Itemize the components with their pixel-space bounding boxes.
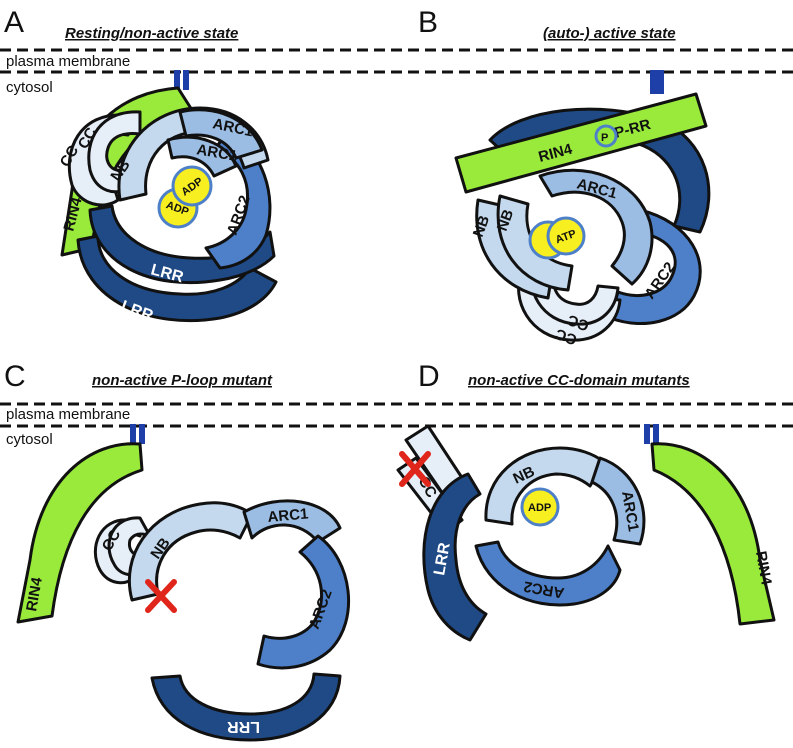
rin4-domain-c bbox=[16, 442, 144, 624]
nb-domain-b2 bbox=[496, 194, 574, 292]
panel-c-letter: C bbox=[4, 360, 26, 393]
rin4-anchor-d2 bbox=[653, 424, 659, 444]
lrr-domain-c bbox=[150, 672, 342, 742]
adp-molecule-d bbox=[520, 487, 560, 527]
mutation-stroke-d2 bbox=[399, 451, 431, 487]
membrane-bottom: plasma membrane cytosol bbox=[0, 402, 793, 448]
arc1-domain-d bbox=[590, 456, 646, 546]
rin4-anchor-a2 bbox=[183, 70, 189, 90]
panel-d-letter: D bbox=[418, 360, 440, 393]
cc-label-b2: CC bbox=[565, 311, 591, 334]
rin4-anchor-d bbox=[644, 424, 650, 444]
plasma-membrane-label: plasma membrane bbox=[6, 53, 130, 70]
rin4-anchor-a bbox=[174, 70, 180, 90]
panel-a-diagram: RIN4 CC CC LRR LRR ARC2 NB ARC1 ARC1 ADP… bbox=[57, 70, 278, 325]
arc1-domain-c bbox=[242, 499, 342, 544]
arc1-label-a2: ARC1 bbox=[195, 141, 238, 165]
plasma-membrane-label-bottom: plasma membrane bbox=[6, 406, 130, 423]
rin4-anchor-b bbox=[650, 70, 664, 94]
lrr-label-c: LRR bbox=[227, 718, 260, 735]
cc-label-b1: CC bbox=[553, 325, 579, 348]
rin4-anchor-c bbox=[130, 424, 136, 444]
panel-d-diagram: RIN4 CC LRR NB ARC1 ARC2 ADP bbox=[396, 424, 776, 642]
panel-c-diagram: RIN4 CC NB ARC1 ARC2 LRR bbox=[16, 424, 350, 742]
rin4-anchor-c2 bbox=[139, 424, 145, 444]
atp-molecule-b2 bbox=[546, 216, 586, 256]
panel-a-letter: A bbox=[4, 6, 24, 39]
arc2-domain-d bbox=[474, 540, 622, 607]
panel-a-title: Resting/non-active state bbox=[65, 25, 238, 42]
mutation-marker-d bbox=[399, 451, 431, 487]
nb-label-b1: NB bbox=[470, 213, 493, 239]
arc1-domain-b bbox=[538, 168, 654, 286]
arc1-domain-a2 bbox=[166, 135, 238, 178]
lrr-domain-d bbox=[422, 472, 488, 642]
arc2-label-d: ARC2 bbox=[522, 577, 565, 601]
phospho-label-b: P bbox=[601, 132, 608, 144]
adp-label-d: ADP bbox=[528, 502, 551, 514]
panel-b-diagram: ARC2 CC CC NB ARC1 NB RIN4 P-RR P ATP bbox=[454, 70, 711, 348]
adp-molecule-a1 bbox=[171, 165, 213, 207]
membrane-top: plasma membrane cytosol bbox=[0, 48, 793, 96]
lrr-label-d: LRR bbox=[431, 541, 454, 577]
rin4-domain-b bbox=[454, 92, 708, 194]
mutation-stroke-c2 bbox=[145, 579, 177, 613]
panel-d-title: non-active CC-domain mutants bbox=[468, 372, 690, 389]
nb-label-b2: NB bbox=[494, 207, 517, 233]
panel-b-letter: B bbox=[418, 6, 438, 39]
arc2-domain-c bbox=[256, 534, 350, 670]
lrr-domain-a2 bbox=[76, 234, 278, 323]
arc1-domain-a1 bbox=[178, 108, 264, 160]
panel-c-title: non-active P-loop mutant bbox=[92, 372, 273, 389]
arc1-label-c: ARC1 bbox=[267, 505, 309, 525]
cytosol-label: cytosol bbox=[6, 79, 53, 96]
arc1-label-d: ARC1 bbox=[618, 490, 642, 533]
cytosol-label-bottom: cytosol bbox=[6, 431, 53, 448]
rin4-label-c: RIN4 bbox=[23, 575, 46, 612]
rin4-domain-d bbox=[650, 442, 776, 626]
panel-b-title: (auto-) active state bbox=[543, 25, 676, 42]
rin4-label-d: RIN4 bbox=[752, 550, 775, 587]
phospho-site-b bbox=[594, 124, 618, 148]
mutation-marker-c bbox=[145, 579, 177, 613]
